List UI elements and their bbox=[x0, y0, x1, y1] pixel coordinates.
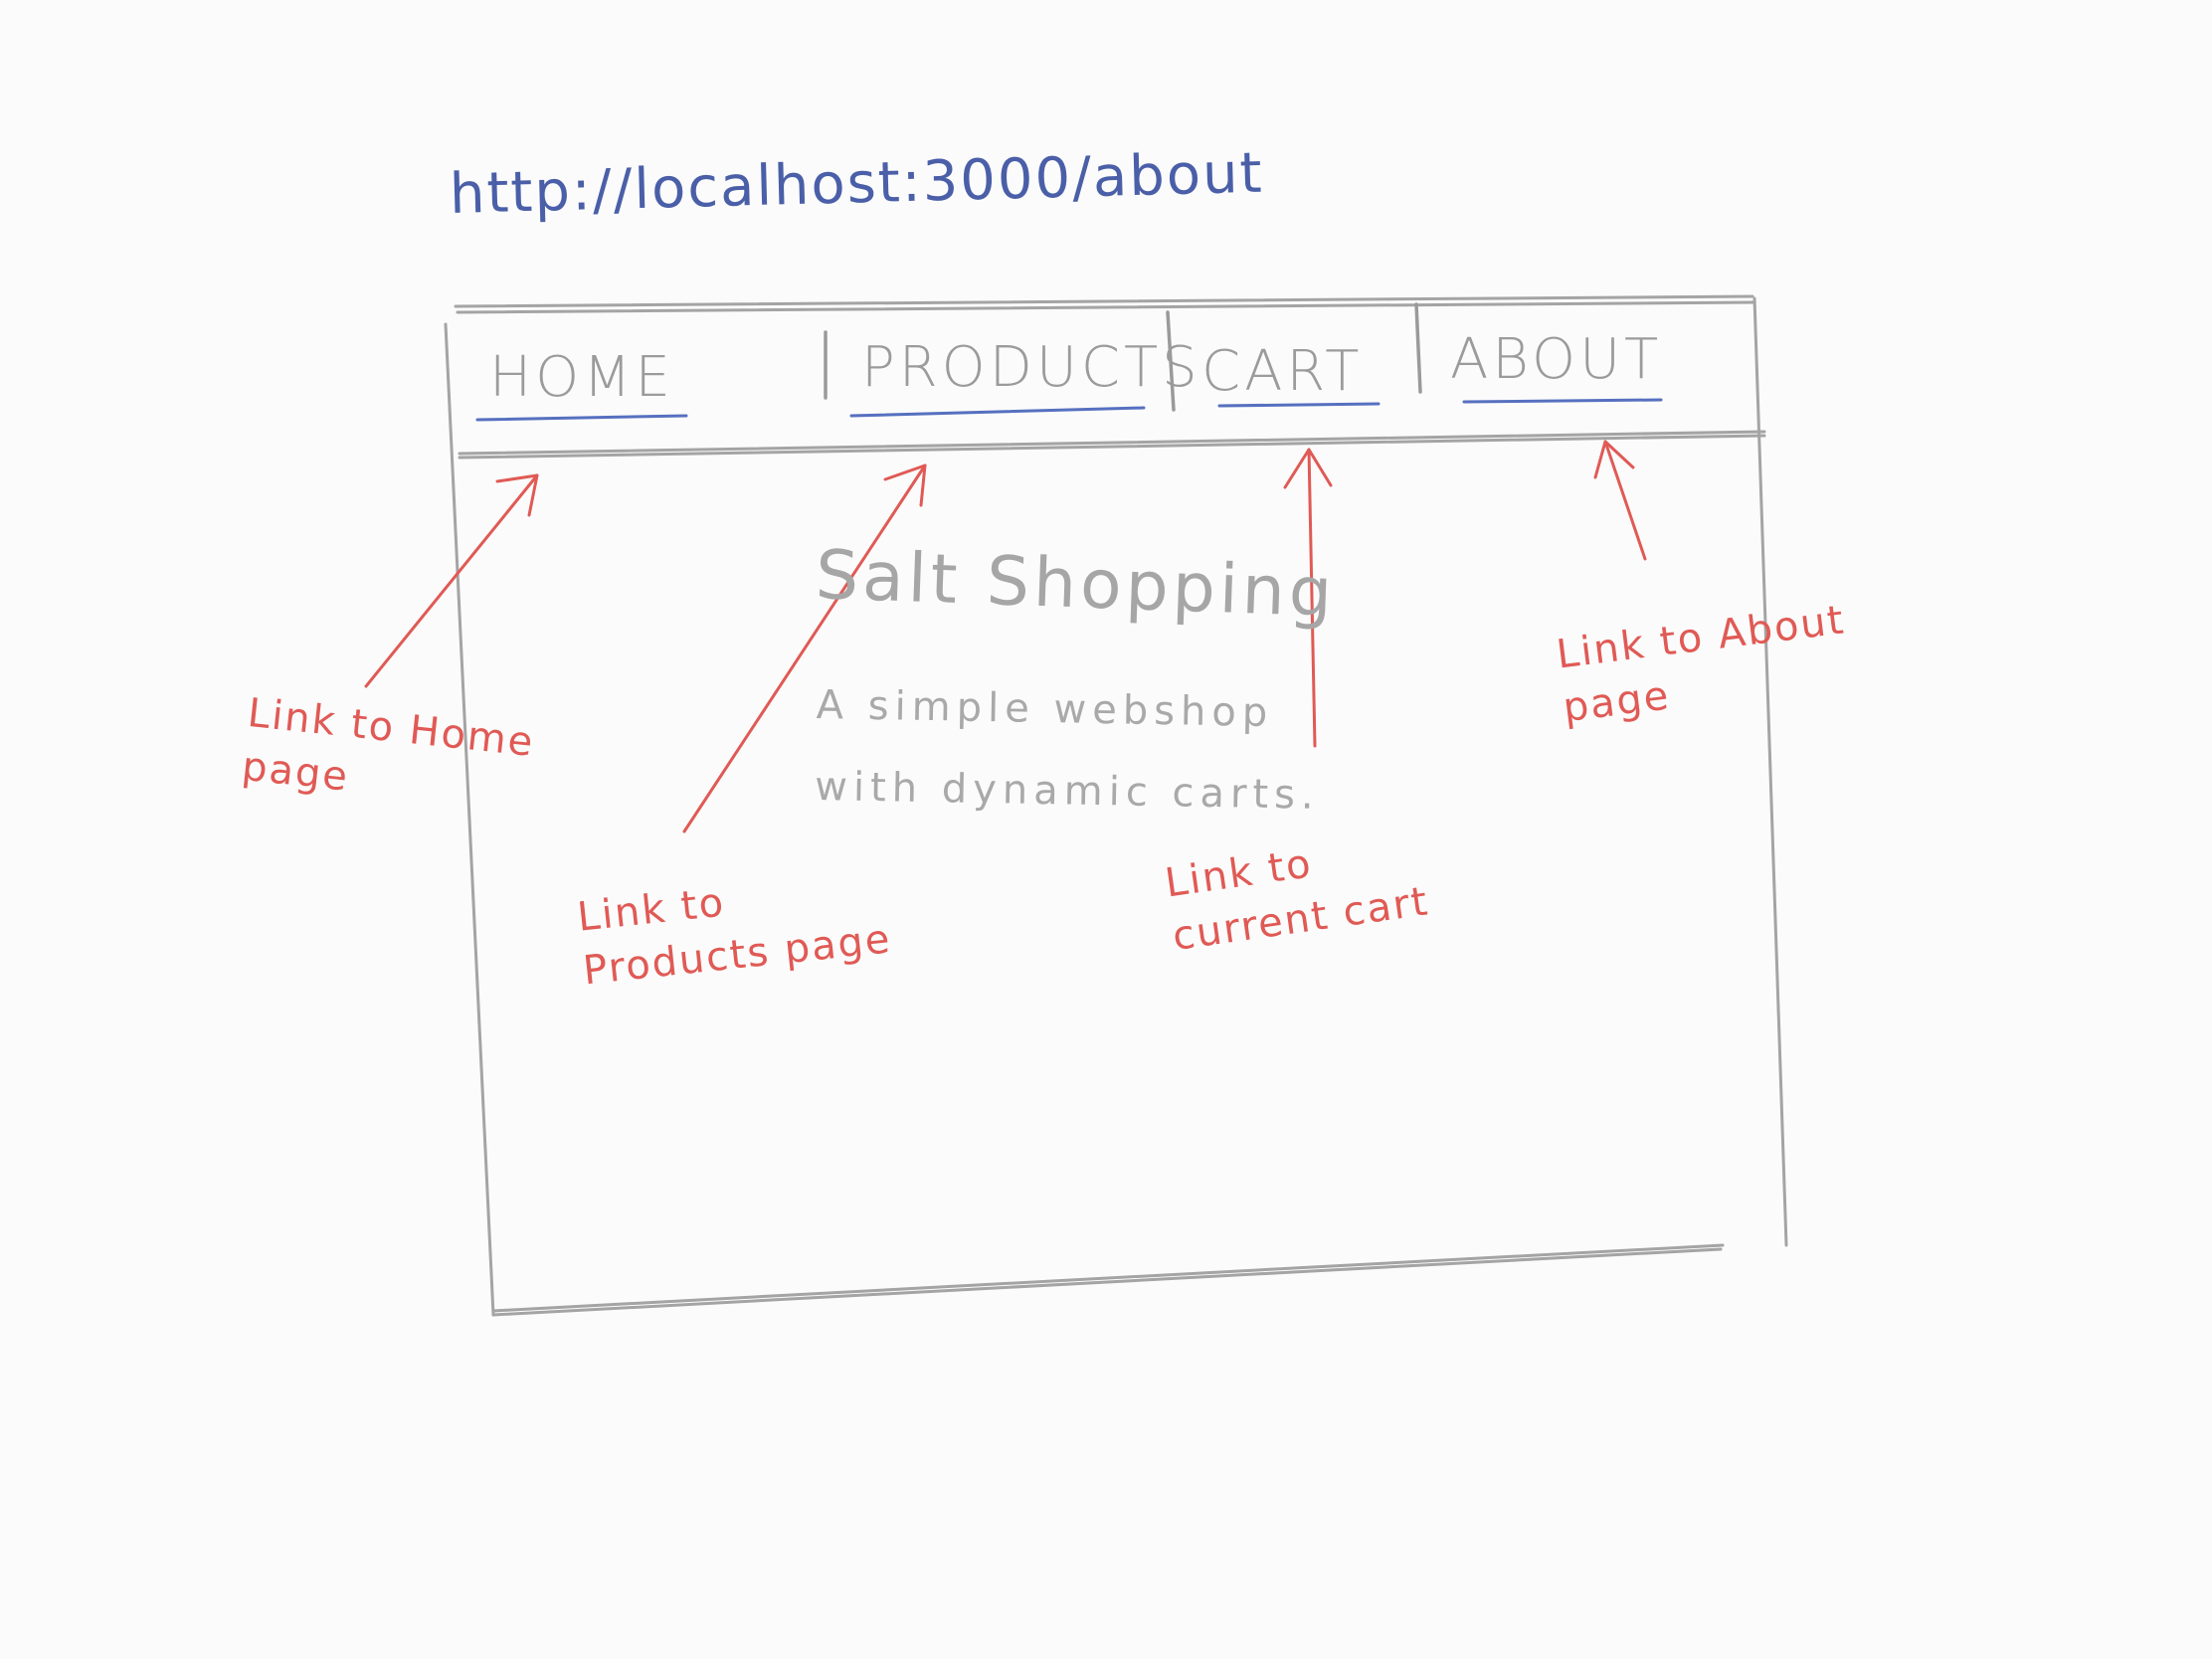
underline-about bbox=[1462, 398, 1663, 404]
nav-cart-link: CART bbox=[1201, 339, 1364, 404]
nav-products-link: PRODUCTS bbox=[861, 335, 1201, 400]
wireframe-frame bbox=[444, 294, 1788, 1317]
underline-products bbox=[849, 406, 1146, 418]
underline-home bbox=[475, 414, 688, 422]
nav-separators bbox=[824, 302, 1422, 412]
nav-about-link: ABOUT bbox=[1450, 327, 1663, 392]
arrow-home bbox=[364, 473, 539, 688]
arrow-about bbox=[1593, 440, 1647, 561]
nav-underlines bbox=[475, 398, 1663, 422]
underline-cart bbox=[1217, 402, 1381, 408]
annotation-arrows bbox=[364, 440, 1647, 833]
nav-home-link: HOME bbox=[489, 345, 674, 410]
site-description: A simple webshop with dynamic carts. bbox=[814, 682, 1321, 819]
arrow-products bbox=[682, 463, 927, 833]
arrow-cart bbox=[1283, 448, 1333, 748]
